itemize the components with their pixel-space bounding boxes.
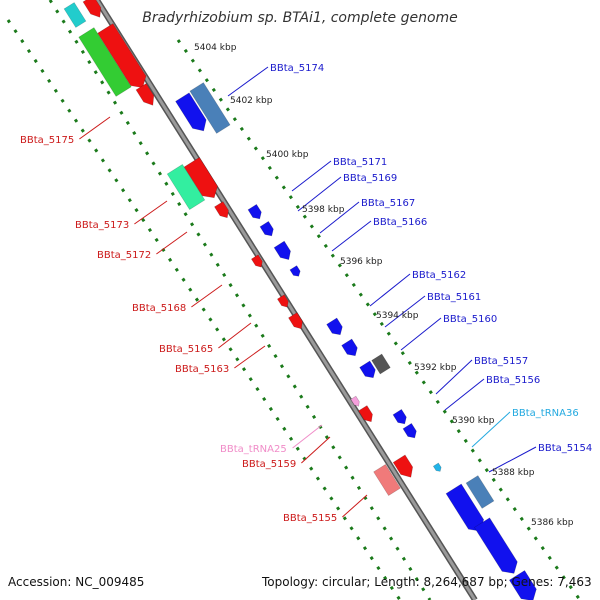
leader-line <box>435 359 473 395</box>
leader-line <box>297 176 342 212</box>
cds-mint-operon <box>166 164 206 210</box>
scale-label: 5390 kbp <box>452 416 495 426</box>
leader-line <box>444 378 485 411</box>
scale-label: 5392 kbp <box>414 363 457 373</box>
cds-blue-small-6 <box>359 360 376 379</box>
gene-label: BBta_tRNA36 <box>512 408 579 419</box>
gene-label: BBta_5155 <box>283 513 337 524</box>
cds-red-operon <box>97 23 147 88</box>
leader-line <box>292 424 323 449</box>
kbp-scale-labels: 5404 kbp 5402 kbp 5400 kbp 5398 kbp 5396 kbp… <box>194 43 574 528</box>
cds-red-tiny-3 <box>277 294 289 308</box>
cds-blue-small-3 <box>273 240 291 260</box>
cds-blue-large-2 <box>473 517 518 574</box>
cds-pink <box>373 464 401 496</box>
gene-label: BBta_5168 <box>132 303 186 314</box>
cds-red-operon-2 <box>183 157 218 199</box>
tick-marks <box>6 0 582 600</box>
gene-label: BBta_tRNA25 <box>220 444 287 455</box>
leader-line <box>400 317 442 351</box>
gene-label: BBta_5173 <box>75 220 129 231</box>
scale-label: 5386 kbp <box>531 518 574 528</box>
topology-text: Topology: circular; Length: 8,264,687 bp… <box>262 575 592 589</box>
cds-green-operon <box>78 27 132 97</box>
cds-steel-2 <box>465 475 495 509</box>
cds-blue-small <box>247 203 262 220</box>
cds-red-tiny-2 <box>251 254 263 268</box>
cds-red <box>82 0 102 18</box>
leader-line <box>319 201 360 234</box>
cds-steel <box>189 82 231 134</box>
gene-labels: BBta_5175BBta_5173BBta_5172BBta_5168BBta… <box>20 63 592 524</box>
map-title: Bradyrhizobium sp. BTAi1, complete genom… <box>142 10 458 26</box>
gene-label: BBta_5156 <box>486 375 540 386</box>
cds-red-tiny-4 <box>288 312 303 330</box>
gene-label: BBta_5169 <box>343 173 397 184</box>
trna-cyan <box>432 462 442 472</box>
cds-red-small <box>135 83 155 106</box>
cds-blue-small-5 <box>341 338 358 357</box>
cds-red-tiny-5 <box>358 405 373 423</box>
trna-pink <box>350 395 360 407</box>
scale-label: 5404 kbp <box>194 43 237 53</box>
leader-line <box>488 446 537 473</box>
gene-features <box>63 0 537 600</box>
gene-label: BBta_5162 <box>412 270 466 281</box>
cds-cyan <box>63 2 87 28</box>
scale-label: 5388 kbp <box>492 468 535 478</box>
cds-blue-large <box>445 483 485 532</box>
gene-label: BBta_5161 <box>427 292 481 303</box>
leader-line <box>291 160 332 192</box>
gene-label: BBta_5165 <box>159 344 213 355</box>
tick-track-0 <box>48 0 432 600</box>
leader-line <box>156 231 188 255</box>
leader-line <box>234 345 266 369</box>
cds-red-tiny <box>214 201 229 219</box>
leader-line <box>342 494 368 518</box>
leader-line <box>301 436 331 464</box>
scale-label: 5396 kbp <box>340 257 383 267</box>
leader-line <box>191 284 223 308</box>
leader-line <box>384 295 426 328</box>
leader-line <box>227 66 269 97</box>
scale-label: 5402 kbp <box>230 96 273 106</box>
label-leader-lines <box>79 66 537 518</box>
scale-label: 5400 kbp <box>266 150 309 160</box>
cds-blue-small-7 <box>392 408 407 425</box>
cds-red-pair <box>392 454 413 478</box>
cds-blue <box>175 92 207 132</box>
scale-label: 5394 kbp <box>376 311 419 321</box>
cds-blue-small-8 <box>402 422 417 439</box>
gene-label: BBta_5174 <box>270 63 324 74</box>
leader-line <box>331 220 372 252</box>
leader-line <box>79 116 111 140</box>
leader-line <box>369 273 411 307</box>
gene-label: BBta_5159 <box>242 459 296 470</box>
leader-line <box>471 411 511 448</box>
gene-label: BBta_5157 <box>474 356 528 367</box>
cds-blue-small-2 <box>259 220 274 237</box>
leader-line <box>134 200 168 225</box>
cds-blue-tiny <box>289 265 301 277</box>
gene-label: BBta_5160 <box>443 314 497 325</box>
pseudo-gray <box>371 353 391 375</box>
tick-track-1 <box>6 19 402 600</box>
gene-label: BBta_5163 <box>175 364 229 375</box>
gene-label: BBta_5166 <box>373 217 427 228</box>
accession-text: Accession: NC_009485 <box>8 575 145 589</box>
leader-line <box>218 322 252 349</box>
gene-label: BBta_5167 <box>361 198 415 209</box>
gene-label: BBta_5175 <box>20 135 74 146</box>
gene-label: BBta_5171 <box>333 157 387 168</box>
gene-label: BBta_5172 <box>97 250 151 261</box>
scale-label: 5398 kbp <box>302 205 345 215</box>
gene-label: BBta_5154 <box>538 443 592 454</box>
cds-blue-small-4 <box>326 317 343 336</box>
